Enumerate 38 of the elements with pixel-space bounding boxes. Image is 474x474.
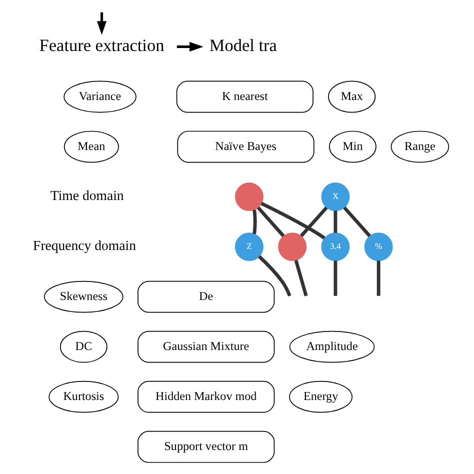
connector — [376, 260, 380, 296]
node-ellipse: Amplitude — [289, 330, 375, 363]
node-ellipse: Max — [328, 80, 376, 113]
node-circle: 3.4 — [321, 232, 350, 262]
node-circle: % — [364, 232, 393, 262]
connector — [258, 255, 292, 296]
node-ellipse: Variance — [64, 80, 136, 113]
node-ellipse: Min — [329, 130, 376, 163]
node-circle: Z — [235, 232, 264, 262]
node-ellipse: Energy — [289, 380, 353, 413]
connector — [334, 210, 338, 233]
node-ellipse: Kurtosis — [48, 380, 119, 413]
arrow — [96, 12, 107, 35]
connector — [260, 202, 326, 240]
label: Frequency domain — [33, 238, 136, 254]
node-ellipse: Mean — [64, 130, 119, 163]
node-box: K nearest — [176, 80, 314, 113]
node-box: Gaussian Mixture — [138, 330, 275, 363]
node-ellipse: DC — [60, 330, 108, 363]
node-box: Naïve Bayes — [177, 130, 314, 163]
node-circle — [278, 232, 307, 262]
connector — [300, 206, 328, 238]
arrow — [176, 42, 204, 52]
connector — [252, 210, 257, 234]
node-ellipse: Skewness — [44, 280, 124, 313]
connector — [294, 260, 308, 296]
node-box: Hidden Markov mod — [138, 380, 275, 413]
node-circle: X — [321, 182, 350, 212]
node-circle — [235, 182, 264, 212]
connector — [256, 206, 285, 238]
connector — [334, 260, 338, 296]
node-text: Feature extraction — [39, 36, 164, 56]
connector — [343, 206, 371, 238]
node-box: De — [138, 280, 275, 313]
label: Time domain — [50, 188, 124, 204]
node-ellipse: Range — [390, 130, 450, 163]
node-box: Support vector m — [138, 430, 275, 463]
node-text: Model tra — [209, 36, 277, 56]
